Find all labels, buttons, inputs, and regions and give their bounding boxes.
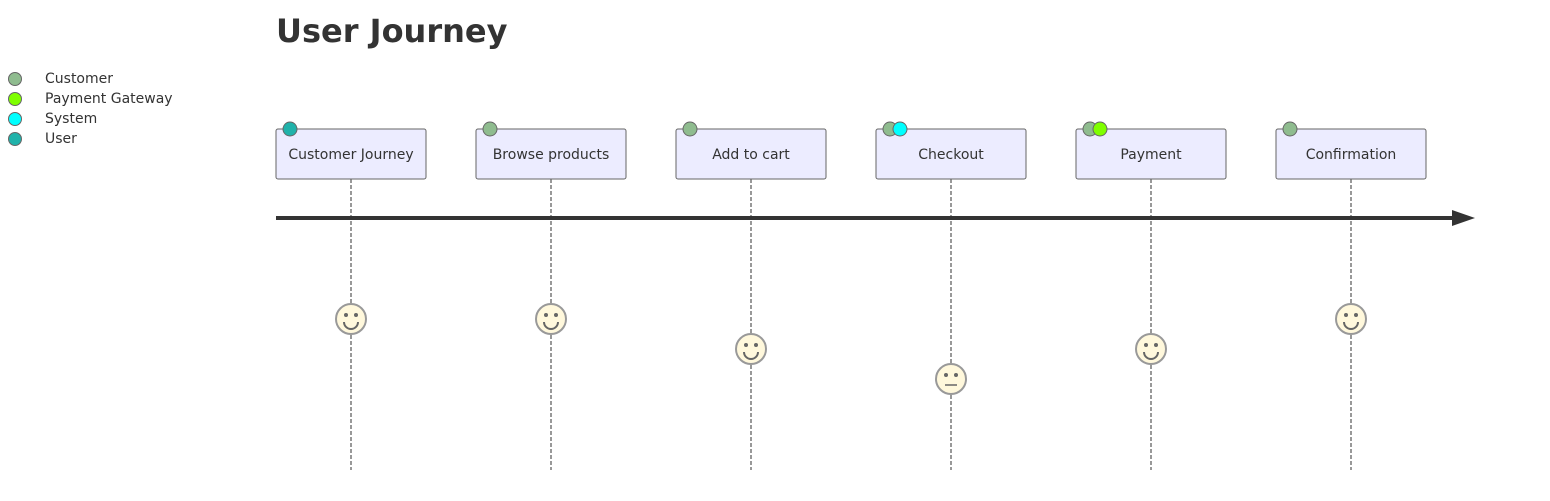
face-eye-right: [554, 313, 558, 317]
face-eye-left: [344, 313, 348, 317]
task-label-checkout: Checkout: [918, 147, 984, 163]
actor-dot-customer: [1282, 121, 1298, 137]
task-confirmation: Confirmation: [1275, 121, 1427, 180]
timeline-arrowhead: [1452, 210, 1475, 226]
legend-dot-system: [8, 112, 22, 126]
legend-dot-customer: [8, 72, 22, 86]
task-boxes: Customer Journey Browse products Add to ca…: [275, 121, 1427, 180]
task-add-to-cart: Add to cart: [675, 121, 827, 180]
task-faces: [335, 303, 1367, 395]
legend-dot-user: [8, 132, 22, 146]
face-smile: [743, 351, 759, 360]
actor-dot-customer: [682, 121, 698, 137]
task-box-customer-journey: [275, 128, 427, 180]
task-label-add-to-cart: Add to cart: [712, 147, 790, 163]
task-customer-journey: Customer Journey: [275, 121, 427, 180]
legend-label-system: System: [45, 111, 98, 127]
task-box-add-to-cart: [675, 128, 827, 180]
face-smile: [1343, 321, 1359, 330]
face-smile: [543, 321, 559, 330]
face-eye-right: [754, 343, 758, 347]
face-circle: [935, 363, 967, 395]
task-box-checkout: [875, 128, 1027, 180]
score-face-add-to-cart: [735, 333, 767, 365]
score-face-confirmation: [1335, 303, 1367, 335]
actor-dot-user: [282, 121, 298, 137]
face-eye-right: [1354, 313, 1358, 317]
legend-dot-payment-gateway: [8, 92, 22, 106]
task-label-customer-journey: Customer Journey: [288, 147, 413, 163]
score-face-customer-journey: [335, 303, 367, 335]
task-payment: Payment: [1075, 121, 1227, 180]
face-circle: [1135, 333, 1167, 365]
task-box-payment: [1075, 128, 1227, 180]
face-circle: [1335, 303, 1367, 335]
face-circle: [535, 303, 567, 335]
face-eye-left: [1144, 343, 1148, 347]
task-checkout: Checkout: [875, 121, 1027, 180]
score-face-payment: [1135, 333, 1167, 365]
actor-dot-system: [892, 121, 908, 137]
task-lines: [350, 179, 1352, 470]
score-face-checkout: [935, 363, 967, 395]
actor-dot-customer: [482, 121, 498, 137]
legend-item-system: System: [0, 110, 200, 130]
face-smile: [343, 321, 359, 330]
face-eye-right: [954, 373, 958, 377]
task-box-browse-products: [475, 128, 627, 180]
diagram-title: User Journey: [276, 12, 508, 50]
actor-dot-payment-gateway: [1092, 121, 1108, 137]
legend-item-user: User: [0, 130, 200, 150]
face-eye-left: [944, 373, 948, 377]
task-box-confirmation: [1275, 128, 1427, 180]
face-smile: [1143, 351, 1159, 360]
face-circle: [735, 333, 767, 365]
face-circle: [335, 303, 367, 335]
score-face-browse-products: [535, 303, 567, 335]
face-eye-right: [1154, 343, 1158, 347]
task-label-browse-products: Browse products: [493, 147, 610, 163]
task-label-payment: Payment: [1120, 147, 1182, 163]
legend-label-user: User: [45, 131, 77, 147]
face-eye-left: [1344, 313, 1348, 317]
legend-label-payment-gateway: Payment Gateway: [45, 91, 173, 107]
task-browse-products: Browse products: [475, 121, 627, 180]
legend-item-customer: Customer: [0, 70, 200, 90]
legend-item-payment-gateway: Payment Gateway: [0, 90, 200, 110]
face-eye-right: [354, 313, 358, 317]
face-eye-left: [744, 343, 748, 347]
face-eye-left: [544, 313, 548, 317]
legend-label-customer: Customer: [45, 71, 114, 87]
task-label-confirmation: Confirmation: [1306, 147, 1397, 163]
